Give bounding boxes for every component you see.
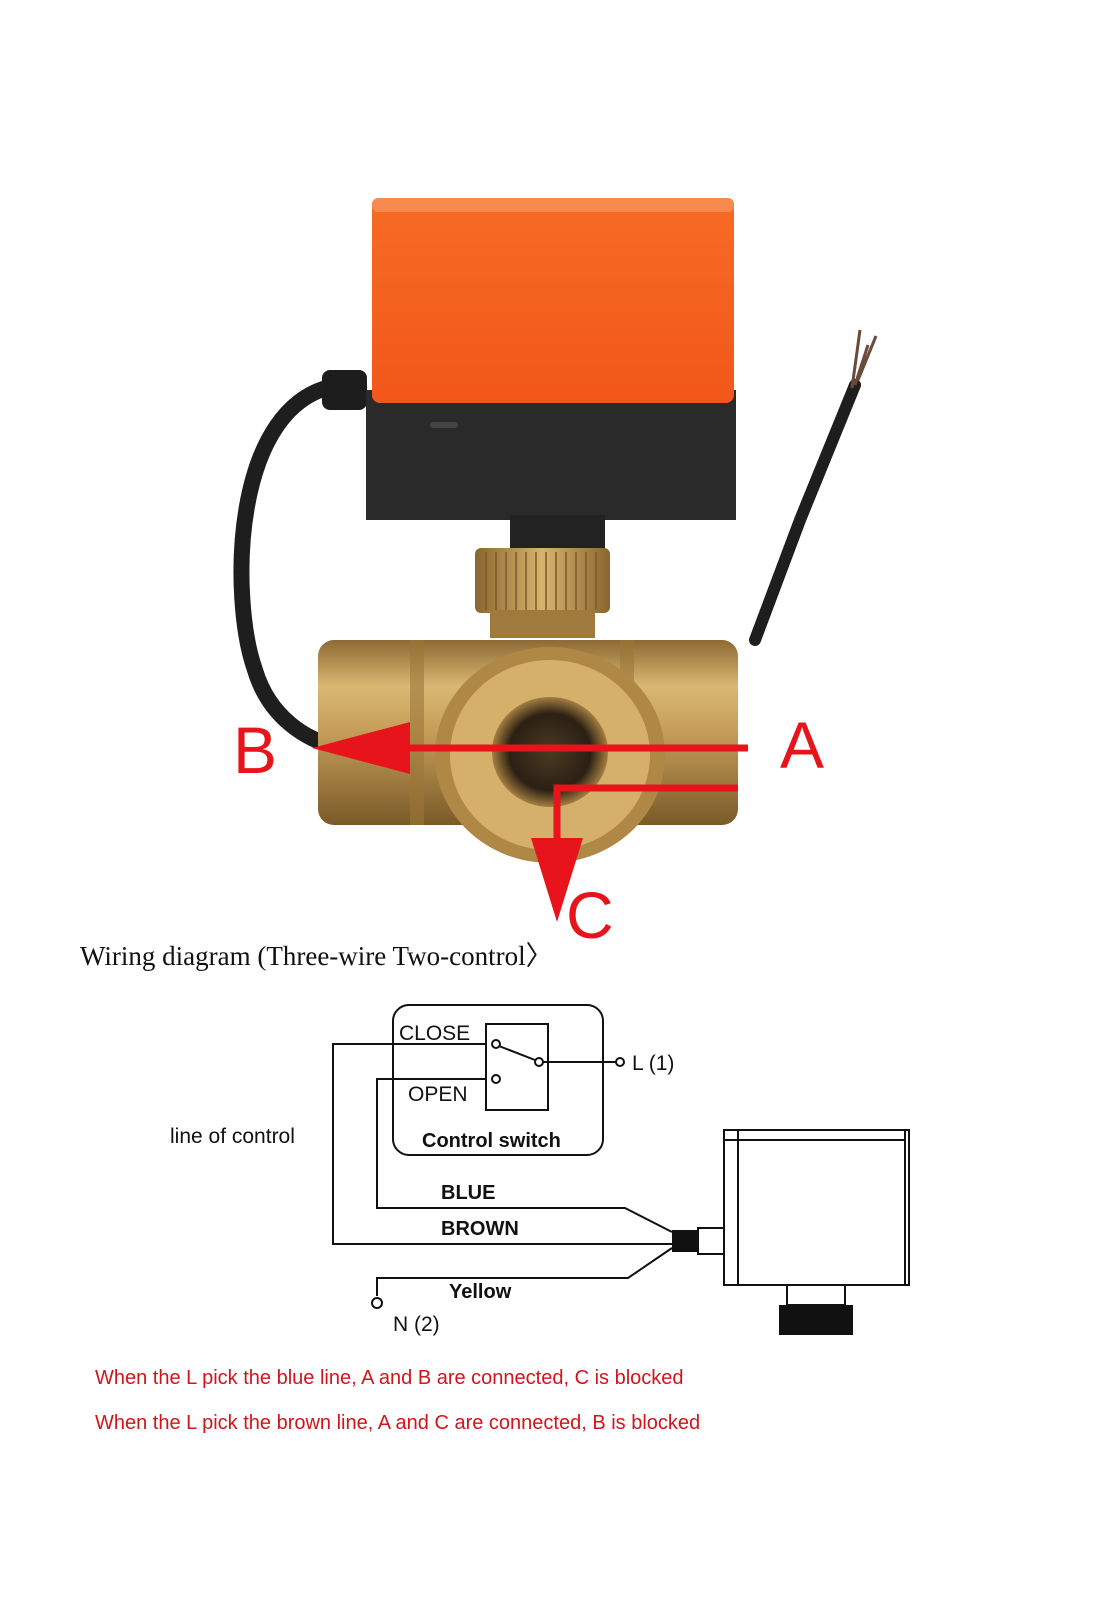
control-switch-icon: [485, 1023, 549, 1111]
cable-right: [749, 379, 861, 646]
cable-icon: [233, 377, 348, 753]
close-label: CLOSE: [399, 1022, 470, 1045]
open-label: OPEN: [408, 1083, 468, 1106]
port-label-b: B: [233, 713, 277, 787]
motor-actuator-icon: [723, 1129, 910, 1335]
blue-wire-label: BLUE: [441, 1182, 495, 1204]
note-brown-line: When the L pick the brown line, A and C …: [95, 1412, 700, 1434]
port-label-c: C: [566, 878, 614, 952]
control-switch-label: Control switch: [422, 1130, 561, 1152]
n-terminal-label: N (2): [393, 1313, 440, 1336]
open-wire: [376, 1078, 673, 1233]
valve-actuator-icon: [322, 198, 736, 560]
port-label-a: A: [780, 708, 824, 782]
flow-arrow-a-to-c: [553, 784, 738, 858]
valve-photo: [233, 198, 878, 863]
n-terminal-dot: [371, 1297, 383, 1309]
l-terminal-dot: [615, 1057, 625, 1067]
l-terminal-label: L (1): [632, 1052, 674, 1075]
arrow-head-b: [312, 722, 410, 774]
flow-arrows: [312, 722, 748, 922]
wiring-diagram: [332, 1004, 910, 1335]
close-wire: [332, 1043, 672, 1245]
cable-wire-ends: [850, 329, 878, 389]
arrow-head-c: [531, 838, 583, 922]
brown-wire-label: BROWN: [441, 1218, 519, 1240]
wiring-diagram-title: Wiring diagram (Three-wire Two-control〉: [80, 941, 553, 971]
wire-connector: [672, 1230, 698, 1252]
brass-valve-body-icon: [318, 548, 738, 863]
yellow-wire-label: Yellow: [449, 1281, 512, 1303]
line-of-control-label: line of control: [170, 1125, 295, 1148]
yellow-wire: [376, 1247, 673, 1296]
note-blue-line: When the L pick the blue line, A and B a…: [95, 1367, 684, 1389]
